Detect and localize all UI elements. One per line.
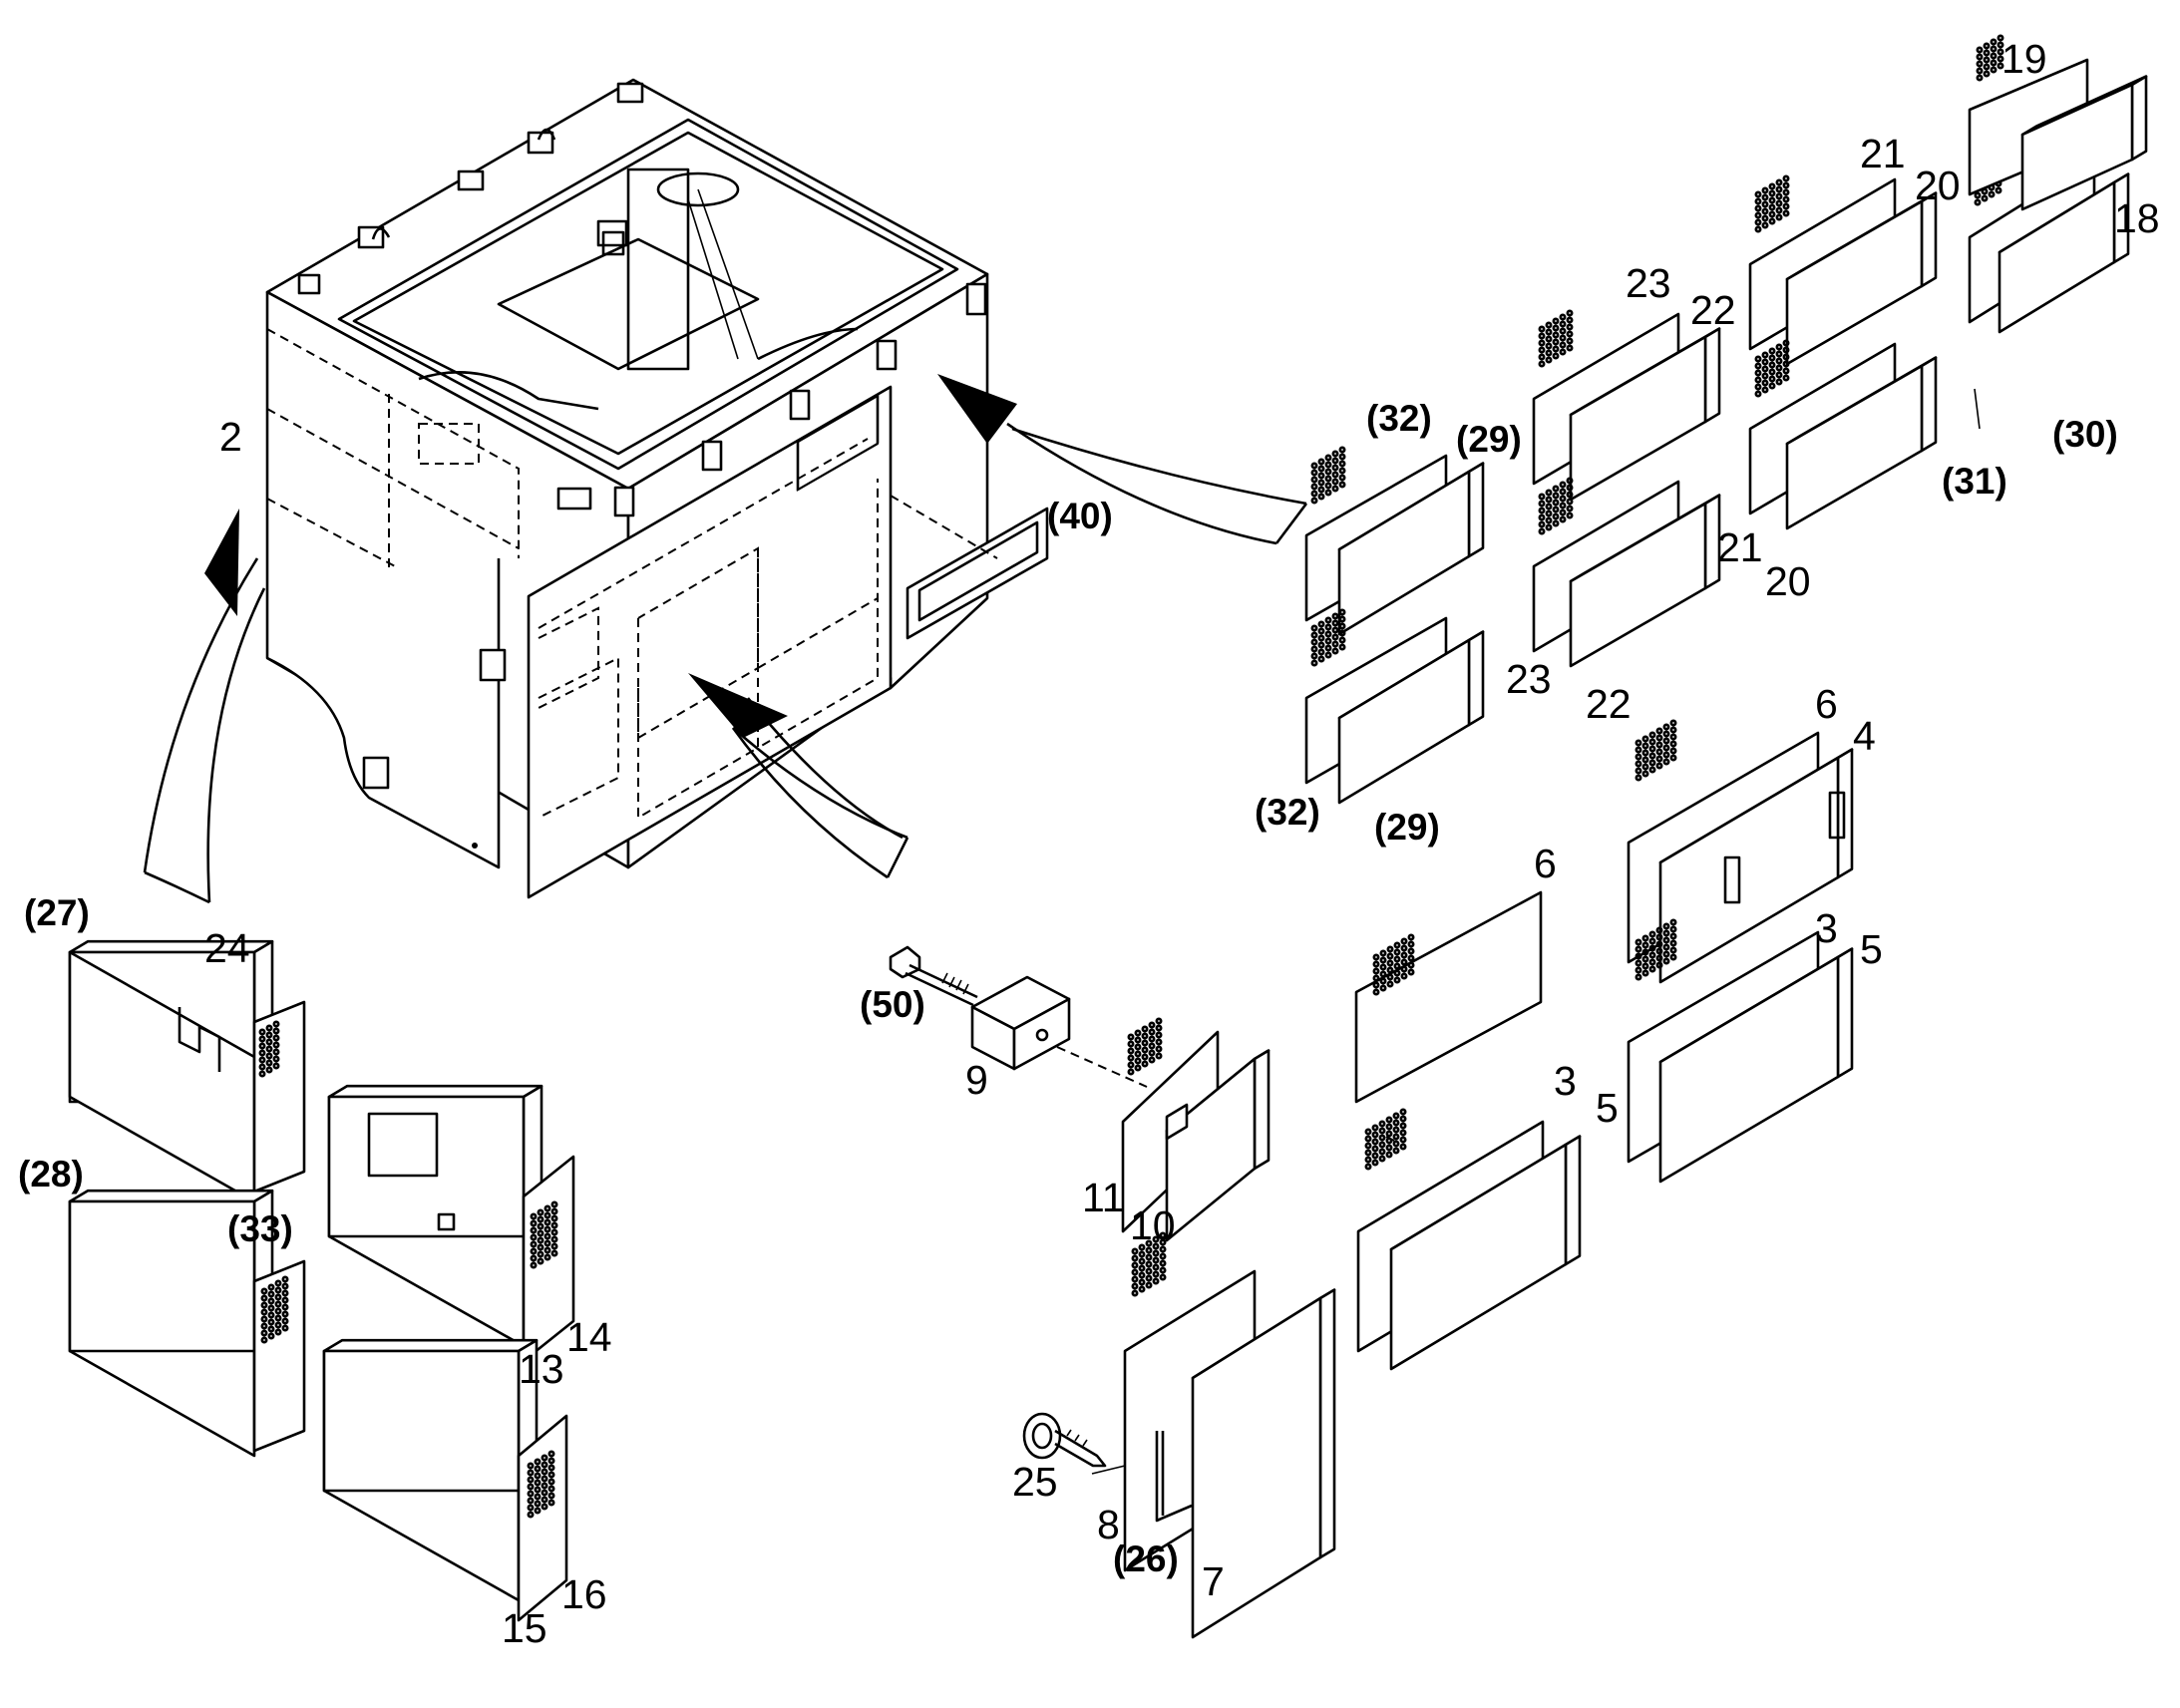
panel-5a (1658, 947, 1854, 1184)
panel-28 (68, 1189, 274, 1353)
label-l25: 25 (1012, 1459, 1058, 1505)
label-r32a: (32) (1366, 398, 1432, 439)
panel-13 (327, 1084, 544, 1238)
panel-29b (1337, 630, 1485, 805)
label-l10: 10 (1130, 1202, 1176, 1248)
label-l18: 18 (2114, 195, 2160, 241)
label-l16: 16 (561, 1571, 607, 1617)
label-r31: (31) (1942, 461, 2007, 502)
label-l14: 14 (566, 1314, 612, 1360)
panel-4 (1658, 748, 1854, 984)
label-l22a: 22 (1690, 287, 1736, 333)
sheet-33 (252, 1259, 306, 1453)
label-l3a: 3 (1815, 905, 1838, 951)
label-l15: 15 (502, 1605, 547, 1651)
label-l24: 24 (204, 925, 250, 971)
panel-22b (1569, 494, 1721, 668)
label-l19: 19 (2001, 36, 2047, 82)
label-l7: 7 (1202, 1558, 1225, 1604)
spacer-block-9 (970, 975, 1148, 1088)
sheet-14 (522, 1155, 575, 1363)
access-cover-gasket (890, 495, 1049, 640)
label-r28: (28) (18, 1154, 84, 1195)
screw-25 (1022, 1412, 1107, 1468)
label-l23b: 23 (1506, 656, 1552, 702)
label-r27: (27) (24, 892, 90, 933)
panel-22a (1569, 327, 1721, 502)
label-l20b: 20 (1765, 558, 1811, 604)
panel-5b (1389, 1135, 1582, 1371)
label-r30: (30) (2052, 414, 2118, 455)
label-r29a: (29) (1456, 419, 1522, 460)
label-l9: 9 (965, 1057, 988, 1103)
label-l13: 13 (519, 1346, 564, 1392)
panel-10 (1165, 1049, 1271, 1242)
panel-29a (1337, 462, 1485, 636)
panel-20a (1785, 191, 1938, 366)
label-l2: 2 (219, 414, 242, 460)
label-l23a: 23 (1626, 260, 1671, 306)
label-r33: (33) (227, 1208, 293, 1249)
label-l11: 11 (1082, 1175, 1125, 1220)
label-l8: 8 (1097, 1502, 1120, 1547)
sheet-24-strip (252, 1000, 306, 1194)
panel-30 (1998, 172, 2130, 334)
enclosure-frame (265, 78, 989, 899)
panel-15 (322, 1338, 539, 1493)
sheet-6b (1354, 890, 1543, 1104)
label-l22b: 22 (1586, 681, 1632, 727)
label-l5a: 5 (1860, 926, 1883, 972)
label-r50: (50) (860, 984, 925, 1025)
bolt-50 (889, 945, 978, 1007)
label-r29b: (29) (1374, 807, 1440, 848)
label-l6b: 6 (1534, 841, 1557, 886)
view-arrow-side (688, 673, 909, 879)
view-arrow-left (143, 509, 266, 904)
label-l20a: 20 (1915, 163, 1961, 208)
label-r32b: (32) (1255, 792, 1320, 833)
label-l6a: 6 (1815, 681, 1838, 727)
panel-7 (1191, 1288, 1336, 1639)
panel-18 (2020, 75, 2148, 211)
label-l4: 4 (1853, 713, 1876, 759)
part-labels: 2334556678910111314151618192020212122222… (18, 36, 2160, 1651)
view-arrow-top (937, 374, 1308, 545)
label-l21b: 21 (1717, 524, 1763, 570)
panel-20b (1785, 356, 1938, 530)
label-l5b: 5 (1596, 1085, 1619, 1131)
label-r40: (40) (1047, 496, 1113, 536)
label-l21a: 21 (1860, 131, 1906, 176)
label-l3b: 3 (1554, 1058, 1577, 1104)
insulation-panels (68, 34, 2148, 1639)
label-r26: (26) (1113, 1538, 1179, 1579)
sheet-16 (517, 1414, 568, 1622)
